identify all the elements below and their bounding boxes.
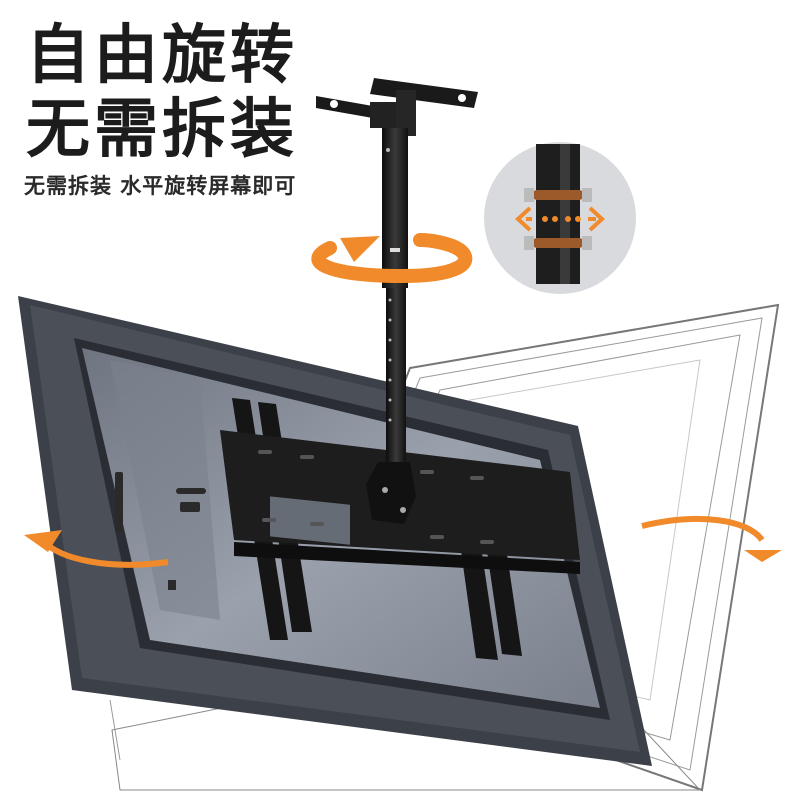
tv-ports <box>115 472 206 590</box>
headline-line-2: 无需拆装 <box>26 93 298 167</box>
double-arrow-horizontal-icon <box>515 206 605 232</box>
pole-rotation-arrow-icon <box>311 233 473 284</box>
rotate-left-arrow-icon <box>24 530 169 568</box>
ceiling-plate <box>316 78 478 136</box>
rotate-right-arrow-icon <box>641 515 782 562</box>
headline-line-1: 自由旋转 <box>26 19 298 93</box>
telescoping-pole <box>382 128 408 468</box>
pole-clamp-detail-callout <box>484 142 636 294</box>
tilt-joint <box>366 462 416 524</box>
subheadline: 无需拆装 水平旋转屏幕即可 <box>24 174 297 198</box>
